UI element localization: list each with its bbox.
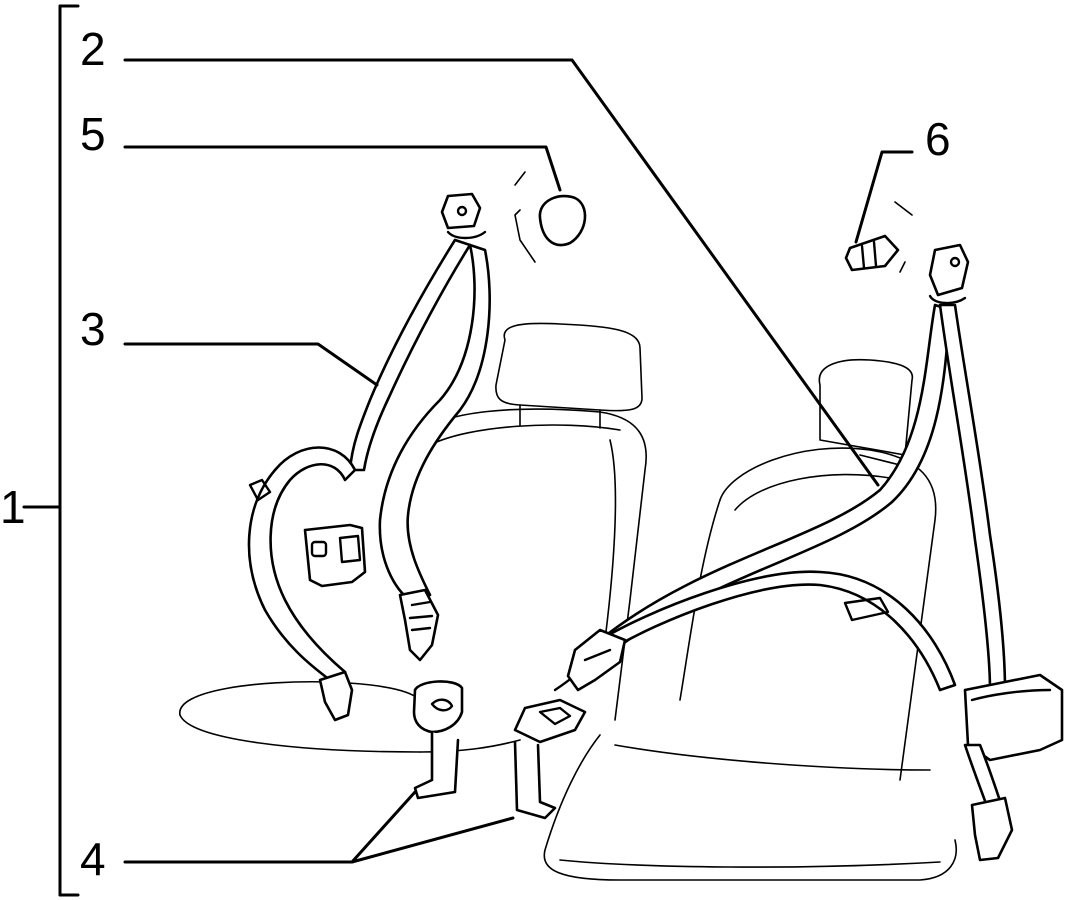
left-lower-anchor xyxy=(318,670,354,722)
right-lower-anchor xyxy=(970,796,1014,862)
left-shoulder-webbing xyxy=(348,238,472,472)
callout-1: 1 xyxy=(0,481,26,533)
right-lap-webbing xyxy=(598,570,957,692)
left-seat-belt xyxy=(247,192,491,800)
left-buckle-tongue xyxy=(398,588,440,662)
callout-5: 5 xyxy=(80,108,106,160)
left-upper-anchor xyxy=(440,192,482,230)
leader-lines xyxy=(22,4,914,897)
left-retractor xyxy=(303,523,367,588)
centre-buckle xyxy=(513,658,592,820)
leader-2 xyxy=(123,58,880,487)
left-buckle xyxy=(412,680,464,734)
right-upper-anchor xyxy=(928,243,970,297)
part-6-bolt xyxy=(844,201,913,273)
leader-6 xyxy=(854,150,914,244)
leader-4 xyxy=(123,790,515,864)
callout-6: 6 xyxy=(925,113,951,165)
leader-5 xyxy=(123,145,562,192)
part-5-cap xyxy=(514,171,587,263)
callout-3: 3 xyxy=(80,303,106,355)
callout-2: 2 xyxy=(80,23,106,75)
leader-3 xyxy=(123,342,379,387)
right-buckle-tongue xyxy=(566,628,627,692)
callouts: 1 2 5 3 4 6 xyxy=(0,23,951,885)
callout-4: 4 xyxy=(80,833,106,885)
right-seat-belt xyxy=(566,243,1064,862)
